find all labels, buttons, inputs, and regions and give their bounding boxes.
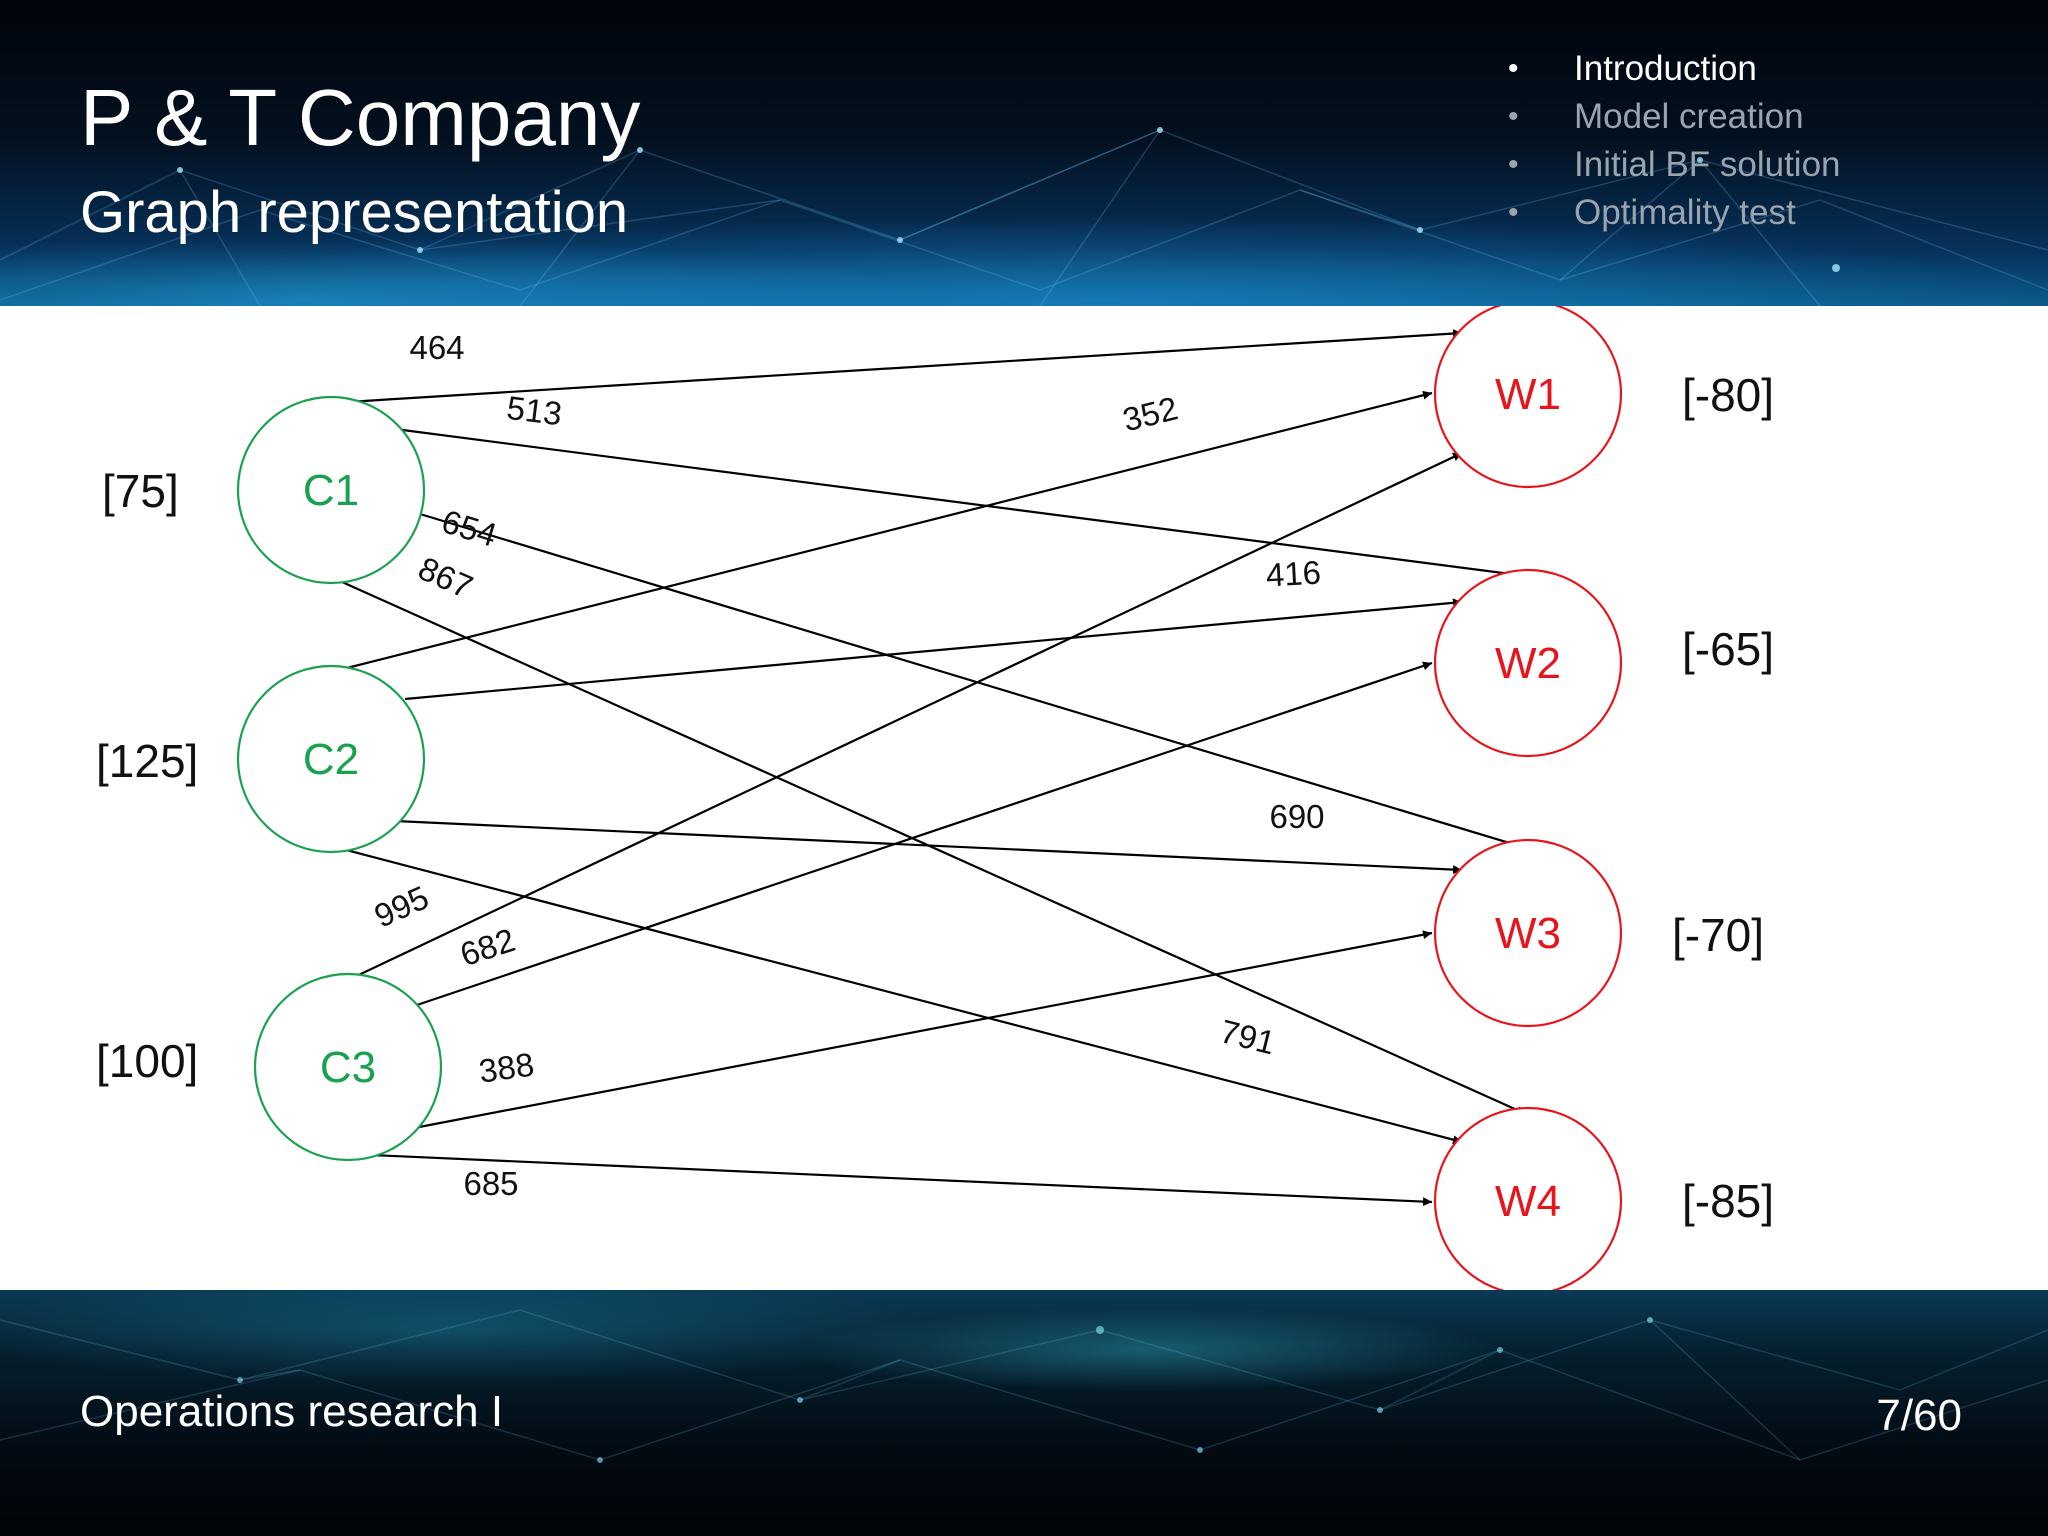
agenda-item: • Model creation	[1500, 94, 1841, 142]
node-label-c3: C3	[320, 1043, 376, 1092]
supply-c2: [125]	[96, 735, 199, 787]
edge-c3-w2	[413, 661, 1433, 1008]
edge-c2-w3	[394, 819, 1463, 875]
edge-c1-w1	[330, 329, 1463, 405]
bullet-icon: •	[1508, 148, 1519, 181]
node-c3	[253, 972, 443, 1162]
city-network-background	[0, 1309, 2048, 1463]
edge-c3-w4	[347, 1152, 1433, 1207]
edge-c1-w3	[419, 512, 1527, 850]
node-w4	[1433, 1106, 1623, 1290]
edge-cost-label: 388	[477, 1045, 537, 1089]
edge-cost-label: 513	[505, 389, 564, 432]
node-label-w2: W2	[1495, 639, 1561, 688]
agenda-item: • Introduction	[1500, 46, 1841, 94]
edge-cost-label: 464	[409, 329, 464, 366]
supply-c1: [75]	[102, 465, 179, 517]
agenda-item: • Optimality test	[1500, 190, 1841, 238]
course-name: Operations research I	[80, 1387, 504, 1436]
bullet-icon: •	[1508, 196, 1519, 229]
footer-banner	[0, 1290, 2048, 1536]
network-background	[0, 127, 2048, 306]
edge-cost-label: 416	[1265, 554, 1322, 594]
bullet-icon: •	[1508, 100, 1519, 133]
node-label-w4: W4	[1495, 1177, 1561, 1226]
edge-cost-label: 995	[369, 878, 434, 934]
agenda-item: • Initial BF solution	[1500, 142, 1841, 190]
node-c2	[236, 664, 426, 854]
edge-cost-label: 685	[463, 1165, 518, 1202]
node-label-c1: C1	[303, 466, 359, 515]
edge-cost-label: 791	[1217, 1012, 1279, 1061]
edge-cost-label: 654	[438, 502, 501, 553]
edge-c2-w2	[404, 598, 1463, 701]
node-w1	[1433, 306, 1623, 489]
edges-layer	[330, 329, 1527, 1207]
agenda-item-label: Introduction	[1574, 49, 1757, 88]
edge-cost-label: 682	[456, 921, 520, 973]
agenda-list: • Introduction • Model creation • Initial BF …	[1500, 46, 1841, 238]
slide-subtitle: Graph representation	[80, 180, 629, 245]
edge-c2-w1	[330, 390, 1433, 674]
agenda-item-label: Initial BF solution	[1574, 145, 1841, 184]
slide-title: P & T Company	[80, 73, 641, 162]
edge-cost-label: 352	[1119, 389, 1181, 438]
node-label-w3: W3	[1495, 909, 1561, 958]
bullet-icon: •	[1508, 52, 1519, 85]
edge-c2-w4	[330, 844, 1463, 1145]
edge-cost-label: 690	[1269, 798, 1324, 835]
agenda-item-label: Optimality test	[1574, 193, 1796, 232]
agenda-item-label: Model creation	[1574, 97, 1804, 136]
node-w2	[1433, 568, 1623, 758]
node-w3	[1433, 838, 1623, 1028]
edge-c1-w2	[394, 427, 1527, 580]
demand-w3: [-70]	[1672, 909, 1765, 961]
edge-c3-w3	[413, 930, 1433, 1130]
supply-c3: [100]	[96, 1035, 199, 1087]
node-c1	[236, 395, 426, 585]
demand-w2: [-65]	[1682, 623, 1775, 675]
page-number: 7/60	[1876, 1391, 1962, 1440]
node-label-c2: C2	[303, 735, 359, 784]
edge-cost-label: 867	[413, 549, 478, 605]
demand-w1: [-80]	[1682, 369, 1775, 421]
header-banner: P & T Company Graph representation • Intr…	[0, 0, 2048, 306]
demand-w4: [-85]	[1682, 1175, 1775, 1227]
node-label-w1: W1	[1495, 370, 1561, 419]
edge-c3-w1	[347, 452, 1463, 981]
